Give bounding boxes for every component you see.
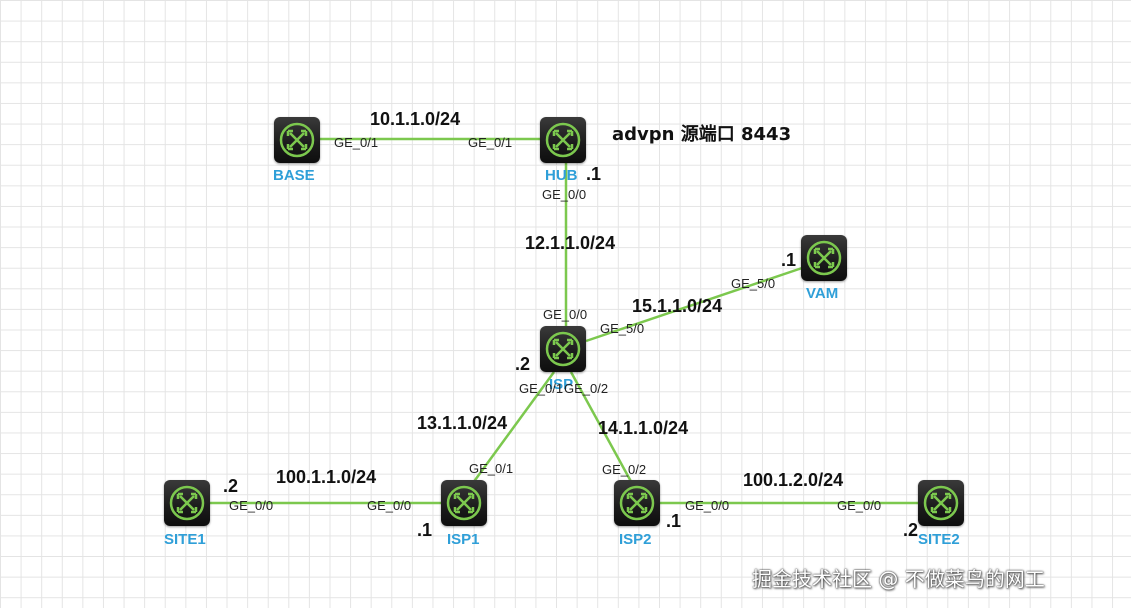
port-label: GE_0/2 — [602, 462, 647, 477]
port-label: GE_5/0 — [731, 276, 776, 291]
router-isp[interactable] — [540, 326, 586, 372]
port-label: GE_0/1 — [334, 135, 379, 150]
node-label-site1: SITE1 — [164, 531, 206, 548]
router-icon — [279, 122, 315, 158]
subnet-label: 14.1.1.0/24 — [598, 418, 689, 438]
subnet-label: 13.1.1.0/24 — [417, 413, 508, 433]
router-isp2[interactable] — [614, 480, 660, 526]
node-label-isp1: ISP1 — [447, 531, 480, 548]
subnet-label: 15.1.1.0/24 — [632, 296, 723, 316]
subnet-label: 100.1.1.0/24 — [276, 467, 377, 487]
host-label: .2 — [515, 354, 531, 374]
router-site2[interactable] — [918, 480, 964, 526]
node-label-base: BASE — [273, 167, 315, 184]
node-label-site2: SITE2 — [918, 531, 960, 548]
router-icon — [806, 240, 842, 276]
port-label: GE_0/1 — [519, 381, 564, 396]
port-label: GE_0/0 — [837, 498, 882, 513]
watermark: 掘金技术社区 @ 不做菜鸟的网工 — [752, 567, 1045, 591]
router-icon — [169, 485, 205, 521]
port-label: GE_0/0 — [229, 498, 274, 513]
port-label: GE_0/2 — [564, 381, 609, 396]
link-isp-isp2 — [569, 371, 636, 488]
port-label: GE_0/1 — [469, 461, 514, 476]
link-isp-isp1 — [468, 371, 556, 488]
host-label: .1 — [586, 164, 602, 184]
node-label-isp2: ISP2 — [619, 531, 652, 548]
router-base[interactable] — [274, 117, 320, 163]
host-label: .1 — [781, 250, 797, 270]
host-label: .2 — [223, 476, 239, 496]
link-isp-vam — [585, 264, 809, 343]
router-icon — [923, 485, 959, 521]
router-vam[interactable] — [801, 235, 847, 281]
port-label: GE_5/0 — [600, 321, 645, 336]
node-label-hub: HUB — [545, 167, 578, 184]
router-icon — [619, 485, 655, 521]
subnet-label: 100.1.2.0/24 — [743, 470, 844, 490]
node-label-isp: ISP — [549, 376, 574, 393]
advpn-port-note: advpn 源端口 8443 — [612, 124, 792, 145]
port-label: GE_0/0 — [685, 498, 730, 513]
router-site1[interactable] — [164, 480, 210, 526]
router-icon — [446, 485, 482, 521]
router-hub[interactable] — [540, 117, 586, 163]
subnet-label: 10.1.1.0/24 — [370, 109, 461, 129]
router-icon — [545, 122, 581, 158]
port-label: GE_0/0 — [542, 187, 587, 202]
host-label: .1 — [666, 511, 682, 531]
port-label: GE_0/0 — [543, 307, 588, 322]
port-label: GE_0/1 — [468, 135, 513, 150]
subnet-label: 12.1.1.0/24 — [525, 233, 616, 253]
router-icon — [545, 331, 581, 367]
router-isp1[interactable] — [441, 480, 487, 526]
port-label: GE_0/0 — [367, 498, 412, 513]
node-label-vam: VAM — [806, 285, 839, 302]
host-label: .2 — [903, 520, 919, 540]
host-label: .1 — [417, 520, 433, 540]
